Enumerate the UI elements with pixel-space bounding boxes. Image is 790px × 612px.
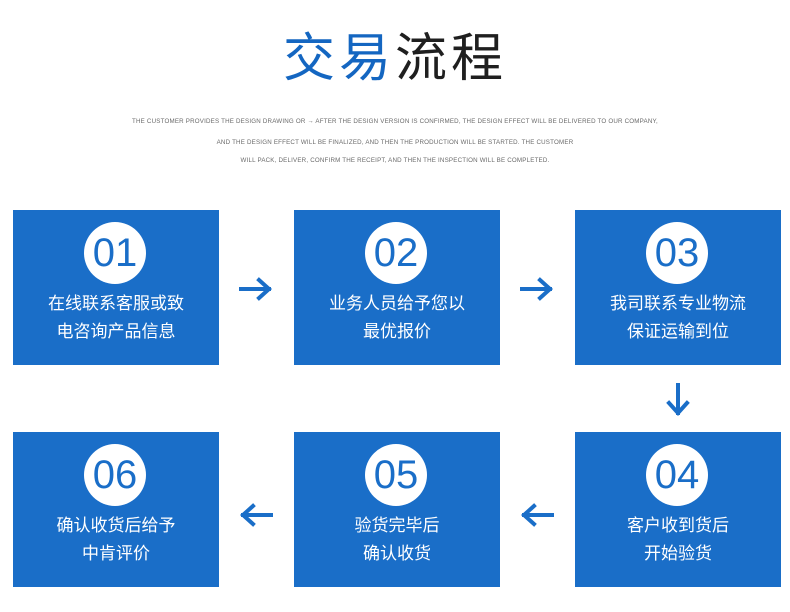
step-text-line-1: 在线联系客服或致 bbox=[48, 294, 184, 314]
step-box-04: 04 客户收到货后 开始验货 bbox=[575, 432, 781, 587]
step-text-line-2: 中肯评价 bbox=[82, 544, 150, 564]
step-number-badge: 02 bbox=[365, 222, 427, 284]
step-text-line-2: 最优报价 bbox=[363, 322, 431, 342]
step-text-line-2: 保证运输到位 bbox=[627, 322, 729, 342]
arrow-right-icon bbox=[520, 277, 553, 301]
step-number-badge: 06 bbox=[84, 444, 146, 506]
step-text-line-2: 确认收货 bbox=[363, 544, 431, 564]
step-box-05: 05 验货完毕后 确认收货 bbox=[294, 432, 500, 587]
subtitle-line-3: WILL PACK, DELIVER, CONFIRM THE RECEIPT,… bbox=[240, 157, 550, 164]
step-text-line-1: 我司联系专业物流 bbox=[610, 294, 746, 314]
step-box-03: 03 我司联系专业物流 保证运输到位 bbox=[575, 210, 781, 365]
step-text-line-2: 开始验货 bbox=[644, 544, 712, 564]
step-number-badge: 03 bbox=[646, 222, 708, 284]
arrow-left-icon bbox=[240, 503, 273, 527]
subtitle-line-1: THE CUSTOMER PROVIDES THE DESIGN DRAWING… bbox=[132, 118, 658, 125]
step-box-01: 01 在线联系客服或致 电咨询产品信息 bbox=[13, 210, 219, 365]
step-text-line-1: 客户收到货后 bbox=[627, 516, 729, 536]
arrow-left-icon bbox=[521, 503, 554, 527]
title-part-2: 流程 bbox=[395, 29, 508, 89]
title-part-1: 交易 bbox=[282, 29, 395, 89]
subtitle-line-2: AND THE DESIGN EFFECT WILL BE FINALIZED,… bbox=[216, 139, 574, 146]
arrow-right-icon bbox=[239, 277, 272, 301]
step-box-02: 02 业务人员给予您以 最优报价 bbox=[294, 210, 500, 365]
step-number-badge: 04 bbox=[646, 444, 708, 506]
step-text-line-1: 确认收货后给予 bbox=[56, 516, 176, 536]
arrow-down-icon bbox=[666, 383, 690, 416]
step-text-line-2: 电咨询产品信息 bbox=[56, 322, 176, 342]
step-number-badge: 01 bbox=[84, 222, 146, 284]
step-number-badge: 05 bbox=[365, 444, 427, 506]
page-title: 交易流程 bbox=[0, 24, 790, 94]
step-box-06: 06 确认收货后给予 中肯评价 bbox=[13, 432, 219, 587]
step-text-line-1: 验货完毕后 bbox=[354, 516, 440, 536]
step-text-line-1: 业务人员给予您以 bbox=[329, 294, 465, 314]
